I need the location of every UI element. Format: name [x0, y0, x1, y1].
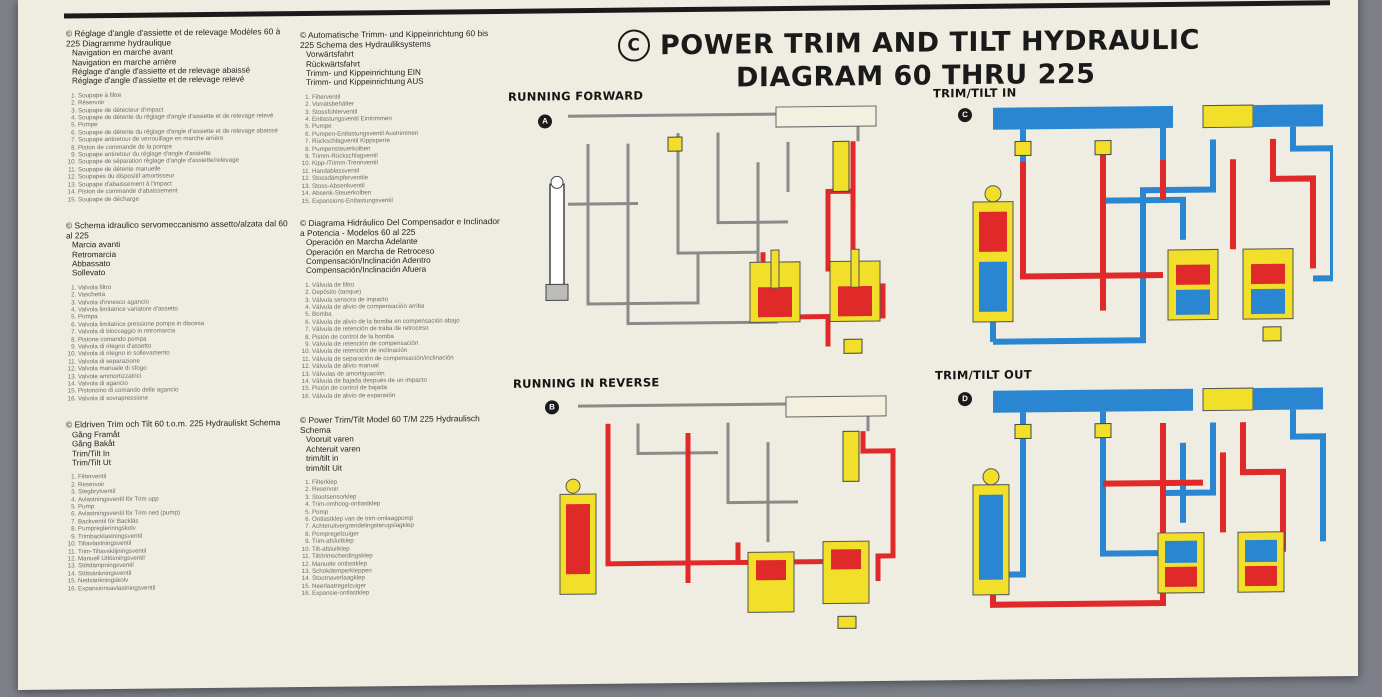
legend-italian: © Schema idraulico servomeccanismo asset… [66, 218, 296, 403]
part-item: Expansionsavlastningsventil [78, 583, 296, 593]
part-item: Valvola di sovrapressione [78, 393, 296, 403]
badge-letter: C [962, 110, 968, 120]
legend-heading: © Power Trim/Tilt Model 60 T/M 225 Hydra… [300, 413, 480, 435]
parts-list: FilterventilReservoirStegbrytventilAvlas… [66, 472, 296, 593]
trim-cylinder-left [1157, 532, 1205, 594]
diagram-badge-b: B [545, 400, 559, 415]
hydraulic-poster: C POWER TRIM AND TILT HYDRAULIC DIAGRAM … [18, 0, 1358, 690]
legend-heading: © Diagrama Hidráulico Del Compensador e … [300, 215, 500, 238]
trim-cylinder-left [749, 249, 801, 323]
trim-cylinder-right [1242, 248, 1294, 320]
tilt-cylinder [549, 183, 565, 296]
trim-cylinder-left [1167, 248, 1219, 321]
part-item: Válvula de alivio de expansión [312, 391, 500, 400]
title-line-1: C POWER TRIM AND TILT HYDRAULIC [618, 22, 1318, 62]
part-item: Expansions-Entlastungsventil [312, 195, 500, 205]
legend-dutch: © Power Trim/Tilt Model 60 T/M 225 Hydra… [300, 413, 500, 598]
parts-list: FilterventilVorratsbehälterStossfühlerve… [300, 92, 500, 205]
legend-column-left: © Réglage d'angle d'assiette et de relev… [66, 26, 296, 606]
legend-item: Sollevato [72, 268, 106, 278]
legend-heading: © Schema idraulico servomeccanismo asset… [66, 218, 288, 240]
diagram-d-title: TRIM/TILT OUT [935, 367, 1032, 383]
parts-list: Valvola filtroVaschettaValvola d'innesco… [66, 282, 296, 403]
legend-item: Compensación/Inclinación Afuera [306, 265, 427, 276]
badge-letter: B [549, 402, 555, 412]
parts-list: Soupape à filtreRéservoirSoupape de déte… [66, 90, 296, 204]
diagram-a-title: RUNNING FORWARD [508, 88, 644, 104]
legend-spanish: © Diagrama Hidráulico Del Compensador e … [300, 215, 500, 401]
reservoir [993, 105, 1173, 130]
legend-item: Réglage d'angle d'assiette et de relevag… [72, 75, 245, 86]
diagram-a-running-forward [545, 105, 886, 354]
diagram-c-title: TRIM/TILT IN [933, 85, 1017, 101]
parts-list: FilterklepReservoirStootsensorklepTrim-o… [300, 477, 500, 598]
diagram-c-trim-tilt-in [972, 104, 1333, 345]
legend-heading: © Automatische Trimm- und Kippeinrichtun… [300, 28, 489, 50]
legend-german: © Automatische Trimm- und Kippeinrichtun… [300, 28, 500, 205]
legend-item: Trim/Tilt Ut [72, 458, 111, 468]
trim-cylinder-left [747, 551, 795, 613]
legend-heading: © Réglage d'angle d'assiette et de relev… [66, 26, 281, 49]
legend-item: trim/tilt Uit [306, 463, 342, 473]
part-item: Expansie-ontlastklep [312, 588, 500, 597]
diagram-badge-d: D [958, 392, 972, 407]
legend-column-right: © Automatische Trimm- und Kippeinrichtun… [300, 28, 500, 612]
parts-list: Válvula de filtroDepósito (tanque)Válvul… [300, 280, 500, 401]
top-rule [64, 0, 1330, 19]
circled-letter-icon: C [618, 29, 650, 62]
diagram-b-running-in-reverse [559, 395, 896, 629]
reservoir [993, 388, 1193, 413]
diagram-badge-c: C [958, 108, 972, 123]
diagram-b-title: RUNNING IN REVERSE [513, 375, 660, 391]
badge-letter: A [542, 116, 548, 126]
part-item: Soupape de décharge [78, 194, 296, 204]
badge-letter: D [962, 394, 968, 404]
poster-title: C POWER TRIM AND TILT HYDRAULIC DIAGRAM … [618, 22, 1318, 94]
trim-cylinder-right [1237, 531, 1285, 593]
trim-cylinder-right [829, 248, 881, 323]
diagram-d-trim-tilt-out [972, 387, 1326, 608]
reservoir [775, 105, 877, 128]
title-text-1: POWER TRIM AND TILT HYDRAULIC [660, 24, 1200, 61]
legend-swedish: © Eldriven Trim och Tilt 60 t.o.m. 225 H… [66, 417, 296, 593]
legend-item: Trimm- und Kippeinrichtung AUS [306, 77, 424, 88]
trim-cylinder-right [822, 540, 870, 605]
diagram-badge-a: A [538, 114, 552, 129]
legend-french: © Réglage d'angle d'assiette et de relev… [66, 26, 296, 204]
title-line-2: DIAGRAM 60 THRU 225 [736, 58, 1096, 94]
